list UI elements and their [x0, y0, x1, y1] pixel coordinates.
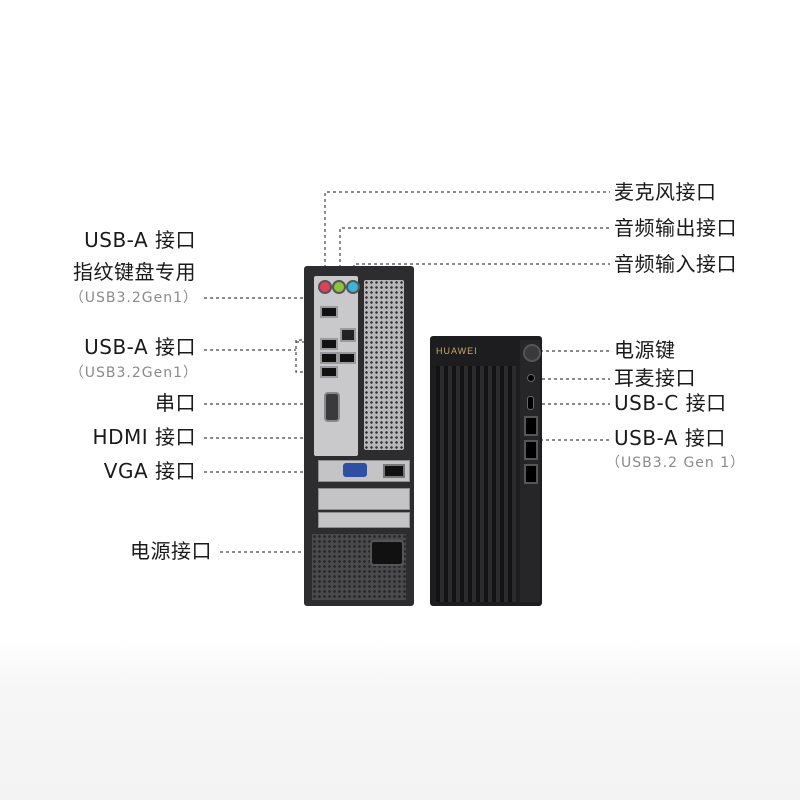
label-audio-out: 音频输出接口: [614, 216, 737, 240]
label-usb-a-fingerprint-spec: （USB3.2Gen1）: [69, 290, 198, 306]
rear-usb-port-icon: [320, 366, 338, 378]
label-mic: 麦克风接口: [614, 180, 717, 204]
label-headset: 耳麦接口: [614, 366, 696, 390]
rear-usb-port-icon: [320, 338, 338, 350]
label-usb-c: USB-C 接口: [614, 391, 727, 415]
power-button-icon: [523, 344, 541, 362]
label-power-button: 电源键: [614, 338, 676, 362]
rear-vent-grille: [364, 280, 404, 450]
leader-mic: [324, 191, 610, 280]
brand-logo: HUAWEI: [436, 346, 478, 356]
audio-in-jack-icon: [346, 280, 360, 294]
power-supply-grille: [312, 534, 406, 600]
audio-out-jack-icon: [332, 280, 346, 294]
vga-port-icon: [343, 463, 367, 477]
rear-usb-port-icon: [320, 352, 338, 364]
leader-audio-in: [353, 263, 610, 280]
usb-c-port-icon: [527, 396, 534, 410]
label-usb-a-title: USB-A 接口: [84, 335, 196, 359]
background-band: [0, 640, 800, 800]
front-usb-a-port-icon: [524, 464, 538, 484]
headset-jack-icon: [527, 374, 535, 382]
label-power-socket: 电源接口: [130, 539, 212, 563]
label-audio-in: 音频输入接口: [614, 252, 737, 276]
label-usb-a-front-spec: （USB3.2 Gen 1）: [606, 455, 746, 471]
label-usb-a-front: USB-A 接口: [614, 426, 726, 450]
label-usb-a-spec: （USB3.2Gen1）: [69, 365, 198, 381]
front-usb-a-port-icon: [524, 440, 538, 460]
serial-port-icon: [324, 392, 340, 422]
pci-bracket-display: [318, 460, 410, 482]
pci-bracket: [318, 512, 410, 528]
power-socket-icon: [370, 540, 404, 566]
rear-io-panel: [314, 276, 360, 456]
label-vga: VGA 接口: [103, 459, 196, 483]
front-fin-grille: [436, 366, 516, 602]
rear-usb-port-icon: [338, 352, 356, 364]
pc-rear-chassis: [304, 266, 414, 606]
mic-jack-icon: [318, 280, 332, 294]
label-hdmi: HDMI 接口: [92, 425, 196, 449]
ethernet-port-icon: [340, 328, 356, 342]
rear-usb-port-icon: [320, 306, 338, 318]
hdmi-port-icon: [383, 464, 405, 478]
label-usb-a-fingerprint-subtitle: 指纹键盘专用: [73, 260, 196, 284]
pci-bracket: [318, 488, 410, 510]
pc-front-chassis: HUAWEI: [430, 336, 542, 606]
front-usb-a-port-icon: [524, 416, 538, 436]
label-usb-a-fingerprint-title: USB-A 接口: [84, 228, 196, 252]
label-serial: 串口: [155, 391, 196, 415]
